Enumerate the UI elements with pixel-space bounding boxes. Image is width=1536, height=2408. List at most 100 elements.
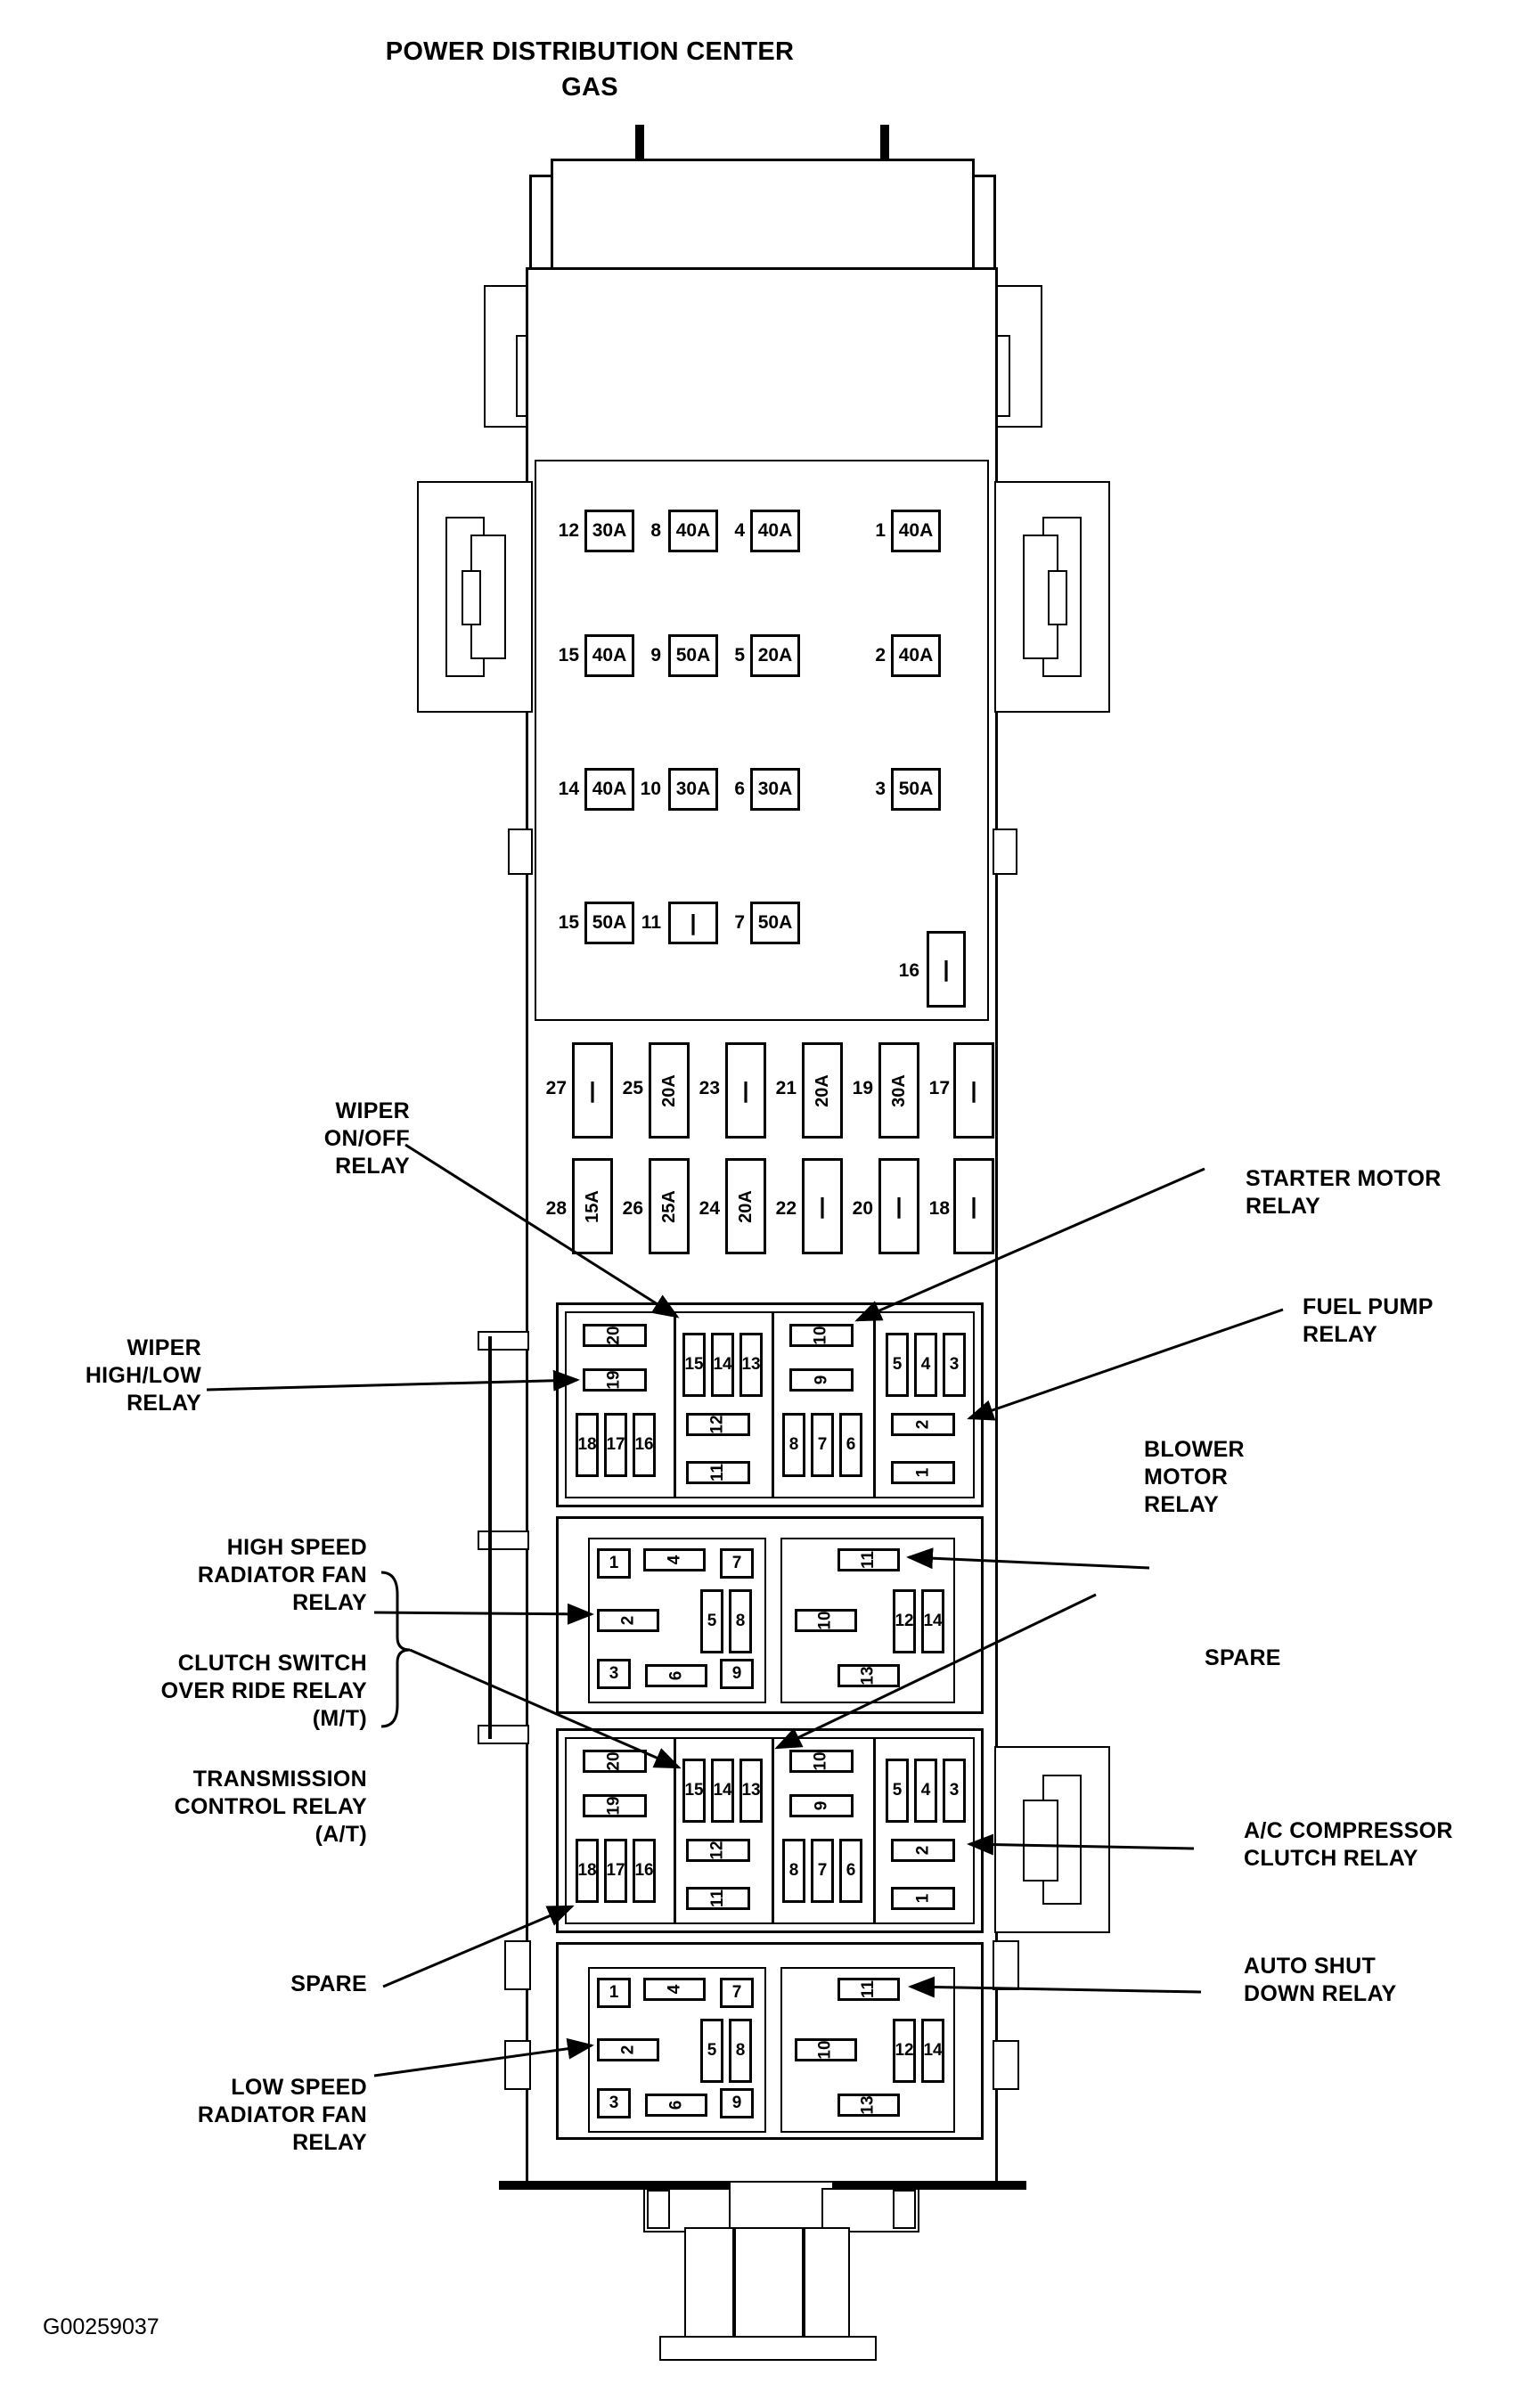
relay-d-10[interactable]: 10 <box>795 2038 857 2061</box>
cartridge-cell-18[interactable]: | <box>953 1158 994 1254</box>
relay-d-1[interactable]: 1 <box>597 1978 631 2008</box>
relay-c-3[interactable]: 3 <box>943 1759 966 1823</box>
relay-c-17[interactable]: 17 <box>604 1839 627 1903</box>
relay-c-16[interactable]: 16 <box>633 1839 656 1903</box>
relay-a-19[interactable]: 19 <box>583 1368 647 1392</box>
fuse-cell-r3c3[interactable]: 30A <box>750 768 800 811</box>
fuse-cell-r3c4[interactable]: 50A <box>891 768 941 811</box>
relay-c-20[interactable]: 20 <box>583 1750 647 1773</box>
relay-a-9[interactable]: 9 <box>789 1368 854 1392</box>
relay-d-5[interactable]: 5 <box>700 2019 723 2083</box>
relay-d-7[interactable]: 7 <box>720 1978 754 2008</box>
fuse-cell-r4c2[interactable]: | <box>668 902 718 944</box>
fuse-cell-r2c2[interactable]: 50A <box>668 634 718 677</box>
relay-a-14[interactable]: 14 <box>711 1333 734 1397</box>
relay-b-7[interactable]: 7 <box>720 1548 754 1579</box>
relay-c-14[interactable]: 14 <box>711 1759 734 1823</box>
relay-d-14[interactable]: 14 <box>921 2019 944 2083</box>
cartridge-cell-25[interactable]: 20A <box>649 1042 690 1139</box>
relay-block-c-div-2 <box>772 1737 774 1924</box>
relay-a-8[interactable]: 8 <box>782 1413 805 1477</box>
fuse-cell-r2c3[interactable]: 20A <box>750 634 800 677</box>
relay-b-13[interactable]: 13 <box>837 1664 900 1687</box>
relay-b-11[interactable]: 11 <box>837 1548 900 1571</box>
relay-b-2[interactable]: 2 <box>597 1609 659 1632</box>
cartridge-cell-23[interactable]: | <box>725 1042 766 1139</box>
cartridge-cell-20[interactable]: | <box>878 1158 919 1254</box>
relay-c-7[interactable]: 7 <box>811 1839 834 1903</box>
relay-a-18[interactable]: 18 <box>576 1413 599 1477</box>
relay-c-15[interactable]: 15 <box>682 1759 706 1823</box>
relay-d-11[interactable]: 11 <box>837 1978 900 2001</box>
cartridge-cell-27[interactable]: | <box>572 1042 613 1139</box>
fuse-cell-16[interactable]: | <box>927 931 966 1008</box>
fuse-cell-r2c4[interactable]: 40A <box>891 634 941 677</box>
relay-a-5[interactable]: 5 <box>886 1333 909 1397</box>
fuse-cell-r1c1[interactable]: 30A <box>584 510 634 552</box>
cartridge-cell-21[interactable]: 20A <box>802 1042 843 1139</box>
relay-c-13[interactable]: 13 <box>739 1759 763 1823</box>
relay-b-8[interactable]: 8 <box>729 1589 752 1653</box>
relay-a-15[interactable]: 15 <box>682 1333 706 1397</box>
relay-b-4[interactable]: 4 <box>643 1548 706 1571</box>
relay-a-6[interactable]: 6 <box>839 1413 862 1477</box>
cartridge-num-26: 26 <box>622 1198 643 1219</box>
relay-a-11[interactable]: 11 <box>686 1461 750 1484</box>
relay-b-10[interactable]: 10 <box>795 1609 857 1632</box>
relay-b-1[interactable]: 1 <box>597 1548 631 1579</box>
relay-c-18[interactable]: 18 <box>576 1839 599 1903</box>
relay-a-17[interactable]: 17 <box>604 1413 627 1477</box>
fuse-cell-r4c3[interactable]: 50A <box>750 902 800 944</box>
cartridge-cell-22[interactable]: | <box>802 1158 843 1254</box>
relay-c-6[interactable]: 6 <box>839 1839 862 1903</box>
relay-d-6[interactable]: 6 <box>645 2094 707 2117</box>
cartridge-cell-28[interactable]: 15A <box>572 1158 613 1254</box>
relay-c-12[interactable]: 12 <box>686 1839 750 1862</box>
fuse-cell-r2c1[interactable]: 40A <box>584 634 634 677</box>
fuse-cell-r1c3[interactable]: 40A <box>750 510 800 552</box>
fuse-cell-r3c1[interactable]: 40A <box>584 768 634 811</box>
relay-a-3[interactable]: 3 <box>943 1333 966 1397</box>
cartridge-cell-19[interactable]: 30A <box>878 1042 919 1139</box>
fuse-cell-r1c2[interactable]: 40A <box>668 510 718 552</box>
relay-c-19[interactable]: 19 <box>583 1794 647 1817</box>
relay-a-1[interactable]: 1 <box>891 1461 955 1484</box>
relay-a-7[interactable]: 7 <box>811 1413 834 1477</box>
relay-c-11[interactable]: 11 <box>686 1887 750 1910</box>
fuse-cell-r3c2[interactable]: 30A <box>668 768 718 811</box>
relay-a-10[interactable]: 10 <box>789 1324 854 1347</box>
relay-c-8[interactable]: 8 <box>782 1839 805 1903</box>
relay-d-8[interactable]: 8 <box>729 2019 752 2083</box>
relay-c-5[interactable]: 5 <box>886 1759 909 1823</box>
relay-d-3[interactable]: 3 <box>597 2088 631 2118</box>
relay-b-6[interactable]: 6 <box>645 1664 707 1687</box>
cartridge-cell-24[interactable]: 20A <box>725 1158 766 1254</box>
relay-a-20[interactable]: 20 <box>583 1324 647 1347</box>
relay-c-10[interactable]: 10 <box>789 1750 854 1773</box>
relay-c-4[interactable]: 4 <box>914 1759 937 1823</box>
relay-a-2[interactable]: 2 <box>891 1413 955 1436</box>
relay-a-4[interactable]: 4 <box>914 1333 937 1397</box>
fuse-num-r3c3: 6 <box>734 779 745 799</box>
relay-b-9[interactable]: 9 <box>720 1659 754 1689</box>
relay-d-13[interactable]: 13 <box>837 2094 900 2117</box>
relay-d-9[interactable]: 9 <box>720 2088 754 2118</box>
relay-d-2[interactable]: 2 <box>597 2038 659 2061</box>
relay-b-14[interactable]: 14 <box>921 1589 944 1653</box>
relay-a-16[interactable]: 16 <box>633 1413 656 1477</box>
relay-d-4[interactable]: 4 <box>643 1978 706 2001</box>
cartridge-cell-17[interactable]: | <box>953 1042 994 1139</box>
relay-d-12[interactable]: 12 <box>893 2019 916 2083</box>
relay-c-9[interactable]: 9 <box>789 1794 854 1817</box>
relay-b-3[interactable]: 3 <box>597 1659 631 1689</box>
relay-a-12[interactable]: 12 <box>686 1413 750 1436</box>
cartridge-cell-26[interactable]: 25A <box>649 1158 690 1254</box>
relay-a-13[interactable]: 13 <box>739 1333 763 1397</box>
cartridge-num-20: 20 <box>852 1198 873 1219</box>
relay-c-2[interactable]: 2 <box>891 1839 955 1862</box>
relay-b-12[interactable]: 12 <box>893 1589 916 1653</box>
relay-b-5[interactable]: 5 <box>700 1589 723 1653</box>
relay-c-1[interactable]: 1 <box>891 1887 955 1910</box>
fuse-cell-r4c1[interactable]: 50A <box>584 902 634 944</box>
fuse-cell-r1c4[interactable]: 40A <box>891 510 941 552</box>
